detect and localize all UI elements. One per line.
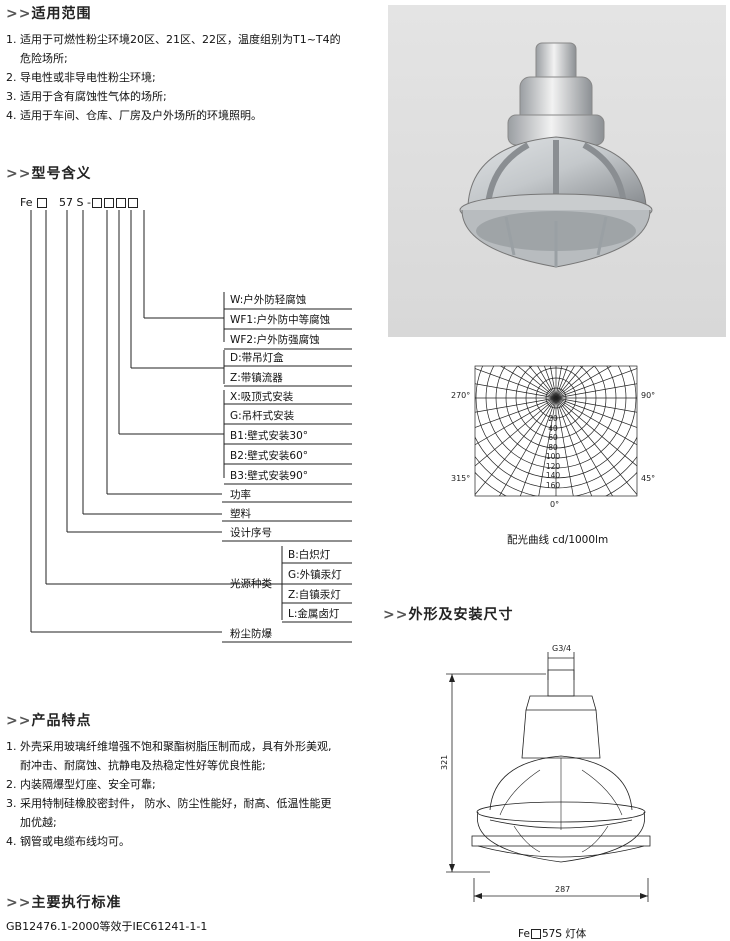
polar-ray (475, 397, 557, 467)
polar-ray (528, 366, 557, 399)
section-title-dimensions: >>外形及安装尺寸 (383, 607, 514, 623)
label-wf2: WF2:户外防强腐蚀 (230, 334, 320, 346)
dim-height: 321 (440, 754, 449, 770)
polar-ray (475, 397, 557, 413)
polar-label-90: 90° (641, 391, 656, 400)
label-g: G:吊杆式安装 (230, 410, 295, 422)
polar-ray (517, 366, 557, 399)
polar-ray (475, 383, 557, 399)
list-item: 1. 外壳采用玻璃纤维增强不饱和聚酯树脂压制而成，具有外形美观, (6, 740, 332, 753)
polar-label-315: 315° (451, 474, 471, 483)
label-x: X:吸顶式安装 (230, 391, 294, 403)
label-plastic: 塑料 (230, 508, 251, 520)
polar-ray (555, 366, 613, 399)
list-item: 4. 钢管或电缆布线均可。 (6, 835, 130, 848)
list-item: 3. 适用于含有腐蚀性气体的场所; (6, 90, 167, 103)
label-b2: B2:壁式安装60° (230, 450, 309, 462)
label-wf1: WF1:户外防中等腐蚀 (230, 314, 331, 326)
polar-diagram (474, 365, 638, 497)
label-power: 功率 (230, 489, 251, 501)
polar-ray (475, 397, 557, 446)
polar-label-45: 45° (641, 474, 656, 483)
polar-ray (555, 397, 637, 446)
polar-label-0: 0° (550, 500, 560, 509)
polar-ray (555, 366, 575, 399)
polar-ray (475, 368, 557, 399)
list-item: 2. 内装隔爆型灯座、安全可靠; (6, 778, 156, 791)
label-src-g: G:外镇汞灯 (288, 569, 342, 581)
section-title-applicable: >>适用范围 (6, 6, 92, 22)
section-title-model: >>型号含义 (6, 166, 92, 182)
polar-ray (555, 383, 637, 399)
label-src-l: L:金属卤灯 (288, 608, 340, 620)
polar-ray (475, 397, 557, 496)
polar-ray (499, 397, 557, 496)
code-box (91, 198, 102, 208)
dim-thread: G3/4 (552, 644, 572, 653)
code-box (103, 198, 114, 208)
polar-ray (555, 397, 637, 467)
polar-ray (537, 366, 557, 399)
list-item: 危险场所; (20, 52, 68, 65)
label-w: W:户外防轻腐蚀 (230, 294, 307, 306)
label-z: Z:带镇流器 (230, 372, 283, 384)
polar-ray (543, 366, 557, 399)
list-item: 加优越; (20, 816, 57, 829)
label-b1: B1:壁式安装30° (230, 430, 309, 442)
product-photo (388, 5, 726, 337)
section-title-standards: >>主要执行标准 (6, 895, 122, 911)
polar-ray (555, 397, 637, 496)
label-d: D:带吊灯盒 (230, 352, 284, 364)
polar-ray (499, 366, 557, 399)
polar-ray (555, 368, 637, 399)
label-src-z: Z:自镇汞灯 (288, 589, 341, 601)
features-list: 1. 外壳采用玻璃纤维增强不饱和聚酯树脂压制而成，具有外形美观, 耐冲击、耐腐蚀… (6, 737, 332, 851)
label-src-b: B:白炽灯 (288, 549, 331, 561)
standards-text: GB12476.1-2000等效于IEC61241-1-1 (6, 920, 208, 933)
polar-ray (555, 366, 584, 399)
list-item: 耐冲击、耐腐蚀、抗静电及热稳定性好等优良性能; (20, 759, 266, 772)
lamp-photo-illustration (459, 42, 653, 268)
dimension-drawing (446, 652, 651, 902)
applicable-list: 1. 适用于可燃性粉尘环境20区、21区、22区，温度组别为T1~T4的 危险场… (6, 30, 341, 125)
list-item: 4. 适用于车间、仓库、厂房及户外场所的环境照明。 (6, 109, 262, 122)
polar-ray (519, 397, 557, 496)
polar-caption: 配光曲线 cd/1000lm (507, 534, 609, 546)
label-dust: 粉尘防爆 (230, 628, 272, 640)
list-item: 1. 适用于可燃性粉尘环境20区、21区、22区，温度组别为T1~T4的 (6, 33, 341, 46)
label-design-no: 设计序号 (230, 527, 272, 539)
code-box (115, 198, 126, 208)
code-box (36, 198, 47, 208)
polar-ray (555, 366, 569, 399)
code-box (530, 929, 541, 939)
label-b3: B3:壁式安装90° (230, 470, 309, 482)
polar-ray (555, 397, 593, 496)
section-title-features: >>产品特点 (6, 713, 92, 729)
model-tree-lines (30, 210, 352, 643)
polar-ray (555, 397, 574, 496)
polar-ray (475, 397, 557, 428)
label-light-source: 光源种类 (230, 578, 272, 590)
polar-ray (555, 366, 595, 399)
polar-ring-labels: 20 40 60 80 100 120 140 160 (545, 414, 561, 490)
dim-width: 287 (555, 885, 571, 894)
code-box (127, 198, 138, 208)
model-code: Fe 57 S - (20, 196, 139, 209)
polar-ray (555, 397, 637, 413)
list-item: 3. 采用特制硅橡胶密封件， 防水、防尘性能好，耐高、低温性能更 (6, 797, 332, 810)
polar-ray (538, 397, 557, 496)
polar-ray (555, 397, 637, 428)
list-item: 2. 导电性或非导电性粉尘环境; (6, 71, 156, 84)
polar-label-270: 270° (451, 391, 471, 400)
polar-ray (555, 397, 613, 496)
